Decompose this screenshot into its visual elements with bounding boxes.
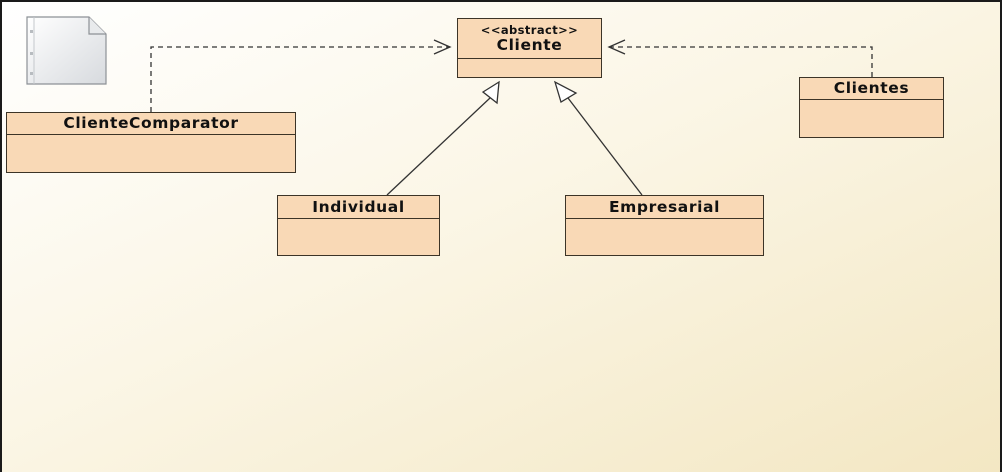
class-attributes-compartment bbox=[278, 219, 439, 255]
class-attributes-compartment bbox=[800, 100, 943, 137]
dependency-clientes-to-cliente[interactable] bbox=[607, 39, 873, 77]
hollow-triangle-arrowhead bbox=[481, 80, 500, 105]
class-name-compartment: <<abstract>> Cliente bbox=[458, 19, 601, 59]
dependency-comparator-to-cliente[interactable] bbox=[150, 39, 452, 112]
generalization-empresarial-to-cliente[interactable] bbox=[553, 80, 643, 196]
class-name-compartment: ClienteComparator bbox=[7, 113, 295, 135]
class-cliente[interactable]: <<abstract>> Cliente bbox=[457, 18, 602, 78]
class-empresarial[interactable]: Empresarial bbox=[565, 195, 764, 256]
class-cliente-comparator[interactable]: ClienteComparator bbox=[6, 112, 296, 173]
class-name-compartment: Clientes bbox=[800, 78, 943, 100]
class-name: ClienteComparator bbox=[63, 114, 239, 132]
class-stereotype: <<abstract>> bbox=[480, 22, 579, 37]
class-clientes[interactable]: Clientes bbox=[799, 77, 944, 138]
generalization-individual-to-cliente[interactable] bbox=[386, 80, 500, 196]
document-icon[interactable] bbox=[24, 16, 108, 86]
open-arrowhead bbox=[607, 39, 626, 55]
class-attributes-compartment bbox=[7, 135, 295, 172]
class-individual[interactable]: Individual bbox=[277, 195, 440, 256]
hollow-triangle-arrowhead bbox=[553, 80, 578, 103]
class-name: Clientes bbox=[833, 79, 910, 97]
open-arrowhead bbox=[433, 39, 452, 55]
class-name: Individual bbox=[312, 197, 405, 216]
class-name: Empresarial bbox=[608, 197, 720, 216]
class-attributes-compartment bbox=[458, 59, 601, 77]
class-attributes-compartment bbox=[566, 219, 763, 255]
class-name-compartment: Individual bbox=[278, 196, 439, 219]
class-name-compartment: Empresarial bbox=[566, 196, 763, 219]
class-name: Cliente bbox=[496, 35, 563, 54]
